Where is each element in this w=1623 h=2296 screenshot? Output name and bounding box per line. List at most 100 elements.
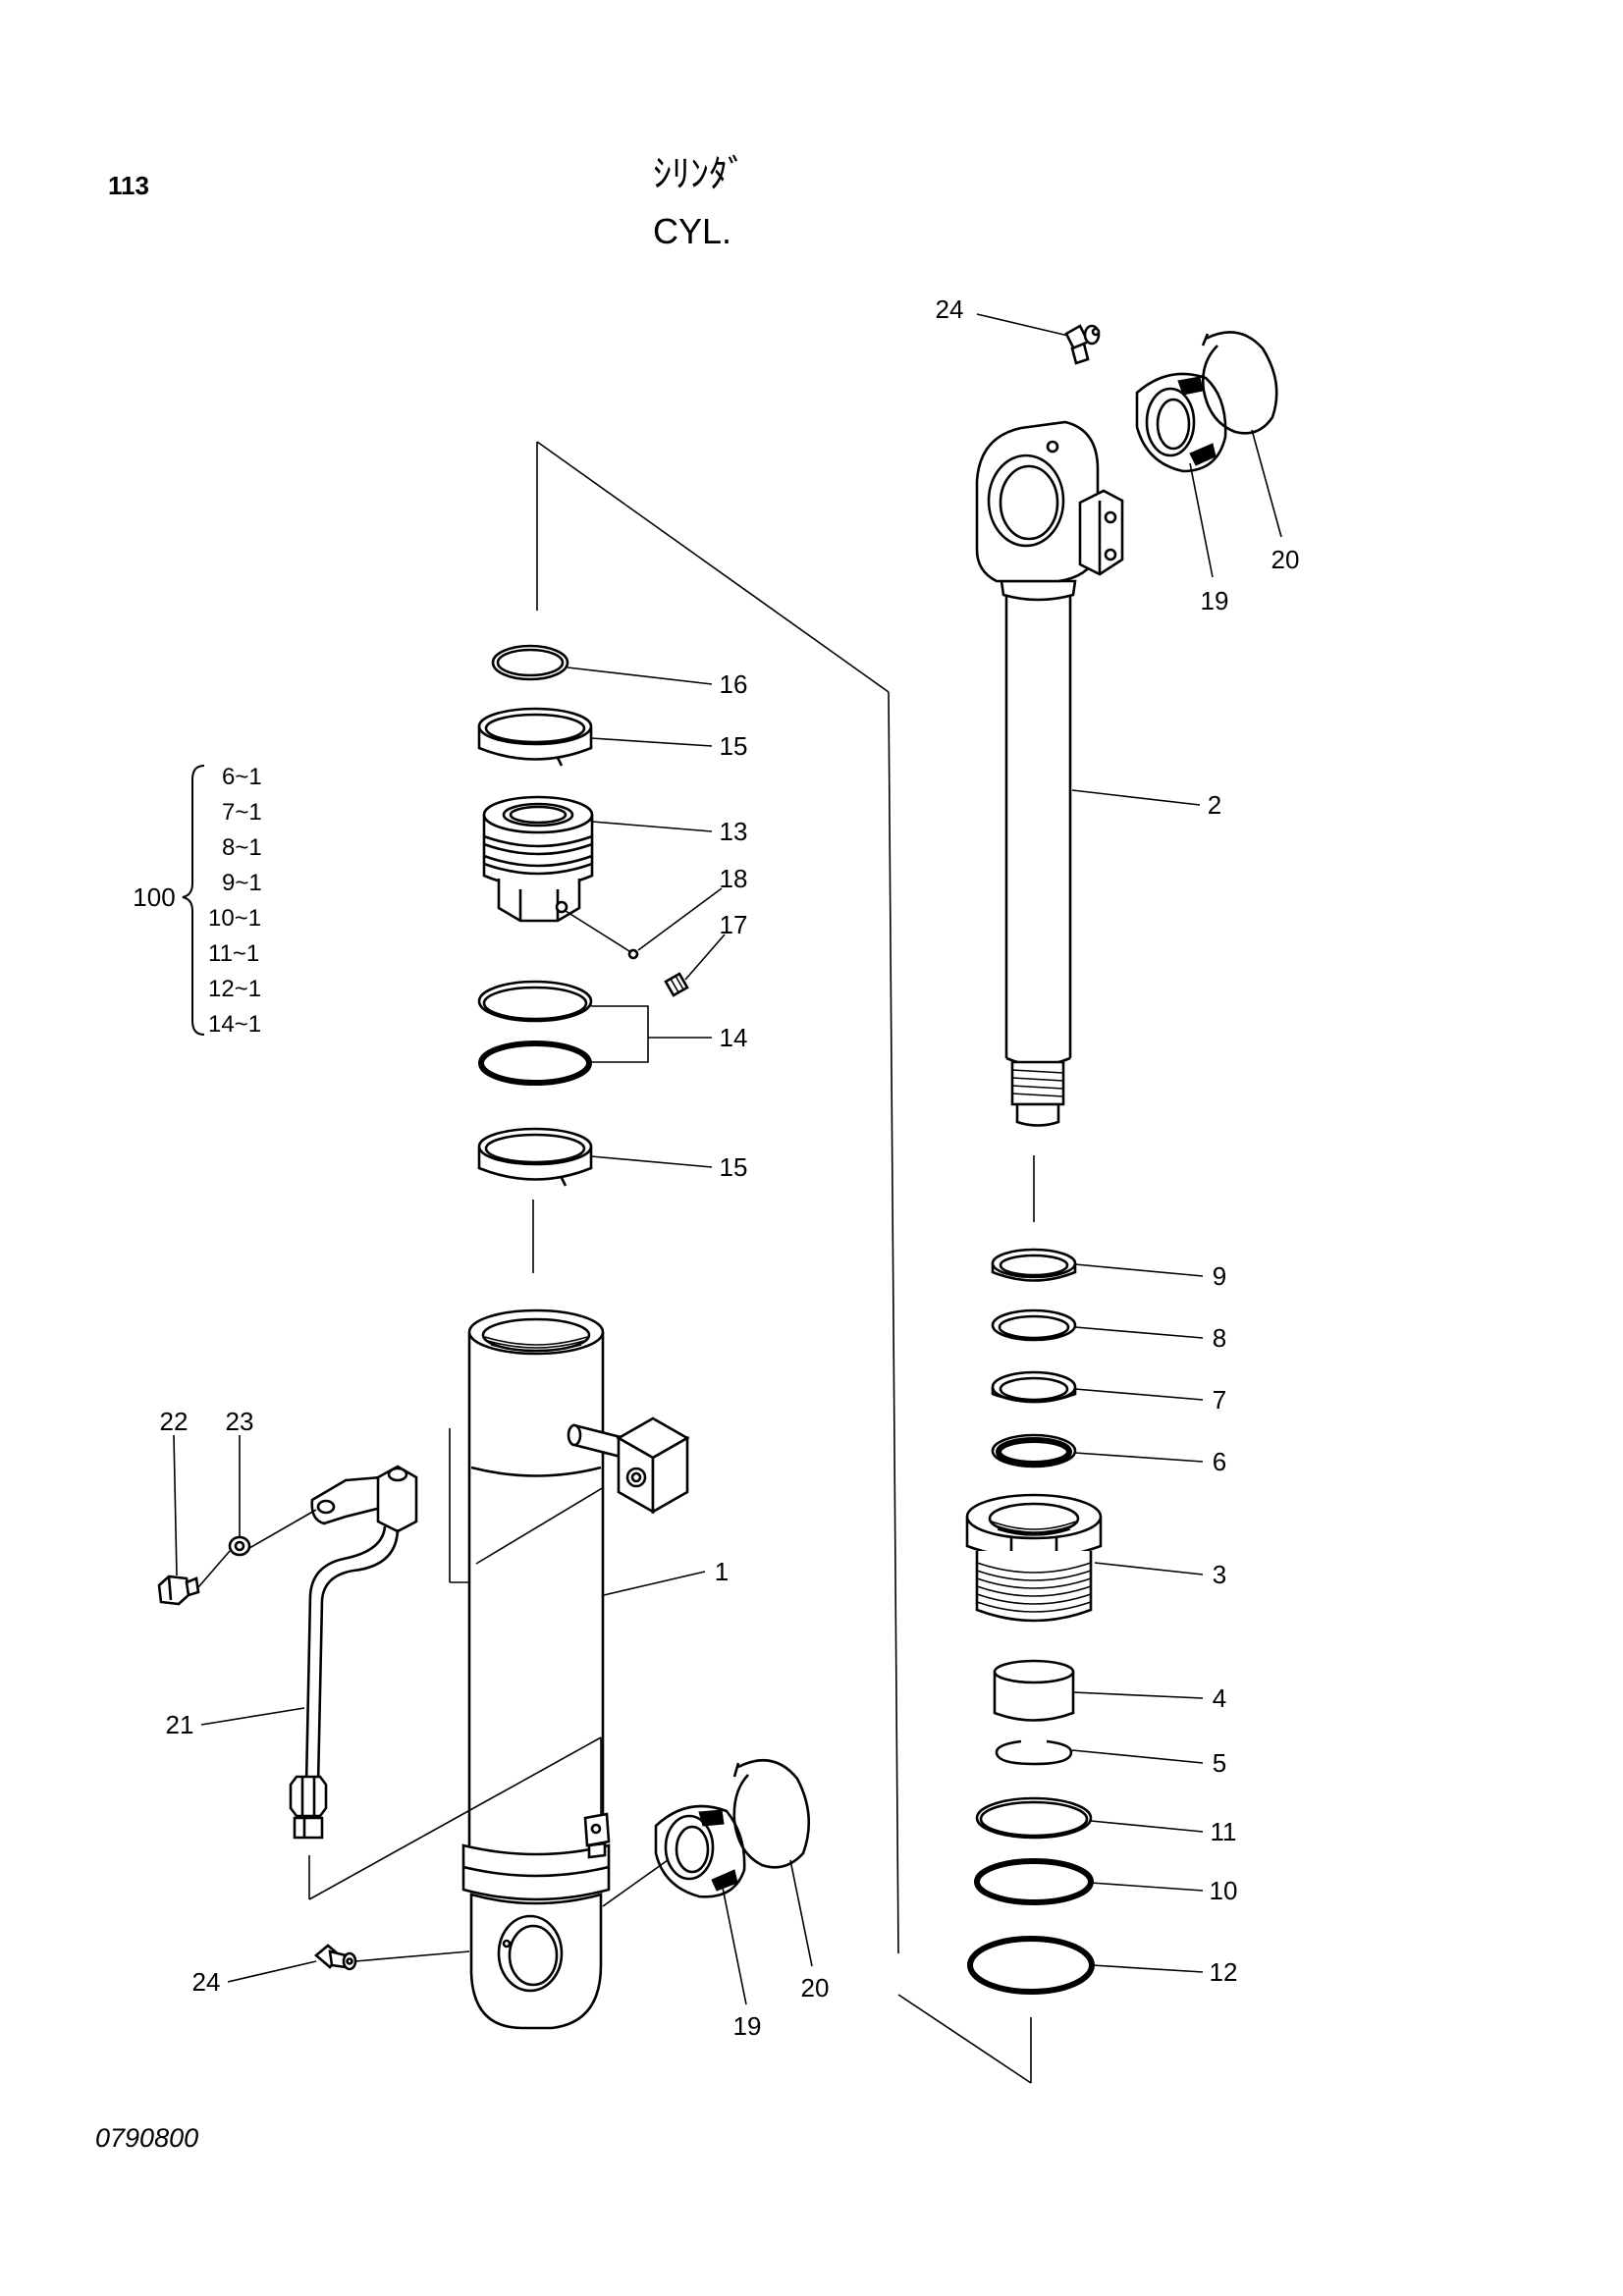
callout-21: 21 [166,1710,194,1739]
callout-16: 16 [720,669,748,699]
part-19-bushing-top [1135,372,1227,473]
part-10-o-ring [974,1858,1094,1905]
part-2-piston-rod [975,420,1124,1127]
part-12-o-ring [967,1936,1095,1995]
leader-line [603,1571,706,1596]
callout-22: 22 [160,1407,189,1436]
leader-line [1071,1749,1204,1764]
assembly-line [897,1994,1032,2084]
callout-19: 19 [733,2011,762,2041]
leader-line [1071,789,1201,806]
leader-line [1090,1882,1204,1892]
assembly-line [475,1486,605,1565]
leader-line [1074,1326,1204,1339]
part-9-dust-seal [991,1248,1077,1282]
leader-line [173,1434,178,1576]
part-18-steel-ball [627,948,639,960]
tube-grease-port [583,1812,611,1859]
part-7-backup-ring [991,1370,1077,1404]
part-4-bushing [993,1659,1075,1722]
part-1-cylinder-tube [461,1308,690,2030]
callout-20: 20 [1271,545,1300,574]
grease-hole [1046,440,1059,454]
callout-24: 24 [936,294,964,324]
callout-4: 4 [1213,1683,1226,1713]
callout-15: 15 [720,731,748,761]
kit-item: 7~1 [222,799,262,826]
leader-line [1074,1263,1204,1277]
leader-line [684,934,726,981]
callout-11: 11 [1211,1817,1237,1846]
kit-list: 100 6~1 7~1 8~1 9~1 10~1 11~1 12~1 14~1 [133,764,261,1038]
leader-line [1074,1452,1204,1463]
callout-13: 13 [720,817,748,846]
kit-item: 8~1 [222,834,262,861]
leader-line [637,887,723,951]
leader-line [197,1550,231,1588]
kit-brace [182,765,205,1036]
part-22-bolt [157,1575,200,1606]
leader-lines [173,313,1282,2005]
part-5-snap-ring [995,1739,1073,1766]
callout-20: 20 [801,1973,830,2002]
leader-line [200,1707,305,1726]
leader-line [1189,462,1214,578]
leader-line [789,1859,813,1967]
callout-6: 6 [1213,1447,1226,1476]
leader-line [1090,1820,1204,1833]
pipe-elbow-fitting [376,1465,418,1533]
assembly-line [888,691,899,1954]
rod-thread [1011,1069,1064,1097]
leader-line [976,313,1069,337]
kit-item: 10~1 [208,905,261,932]
leader-line [602,1859,669,1907]
part-24-grease-fitting-bottom [313,1944,357,1971]
callout-23: 23 [226,1407,254,1436]
part-19-bushing-bottom [654,1804,746,1898]
callout-9: 9 [1213,1261,1226,1291]
part-15-wear-ring-upper [477,707,593,767]
callout-8: 8 [1213,1323,1226,1353]
part-23-washer [228,1535,251,1557]
kit-label: 100 [133,882,175,912]
leader-bracket [589,1005,712,1063]
title-japanese: ｼﾘﾝﾀﾞ [653,154,746,195]
leader-line [248,1509,317,1549]
part-20-snap-ring-bottom [732,1759,811,1869]
part-21-pipe [289,1465,418,1840]
part-3-rod-cover [965,1493,1103,1623]
rod-eye-lug [1078,489,1124,576]
leader-line [1091,1964,1204,1973]
kit-item: 6~1 [222,764,262,790]
part-13-piston [482,795,594,923]
callout-24: 24 [192,1967,221,1997]
kit-item: 12~1 [208,976,261,1002]
callout-14: 14 [720,1023,748,1052]
callouts: 24 20 19 16 15 2 13 18 17 14 15 9 8 7 6 … [160,294,1300,2041]
leader-line [1072,1691,1204,1699]
kit-item: 9~1 [222,870,262,896]
assembly-lines [308,441,1035,2084]
port-block [616,1416,690,1515]
page-number: 113 [108,171,149,200]
leader-line [227,1960,317,1983]
assembly-line [536,441,890,693]
leader-line [1094,1562,1204,1575]
callout-3: 3 [1213,1560,1226,1589]
leader-line [565,910,630,952]
callout-17: 17 [720,910,748,939]
callout-10: 10 [1210,1876,1238,1905]
leader-line [567,667,713,685]
part-11-ring [975,1796,1093,1840]
callout-15: 15 [720,1152,748,1182]
part-6-rod-seal [991,1433,1077,1468]
callout-1: 1 [715,1557,729,1586]
callout-2: 2 [1208,790,1221,820]
part-16-o-ring [491,644,569,681]
leader-line [354,1950,470,1962]
part-8-ring [991,1308,1077,1342]
part-17-set-screw [664,972,689,997]
leader-line [1251,429,1282,538]
leader-line [721,1882,747,2005]
